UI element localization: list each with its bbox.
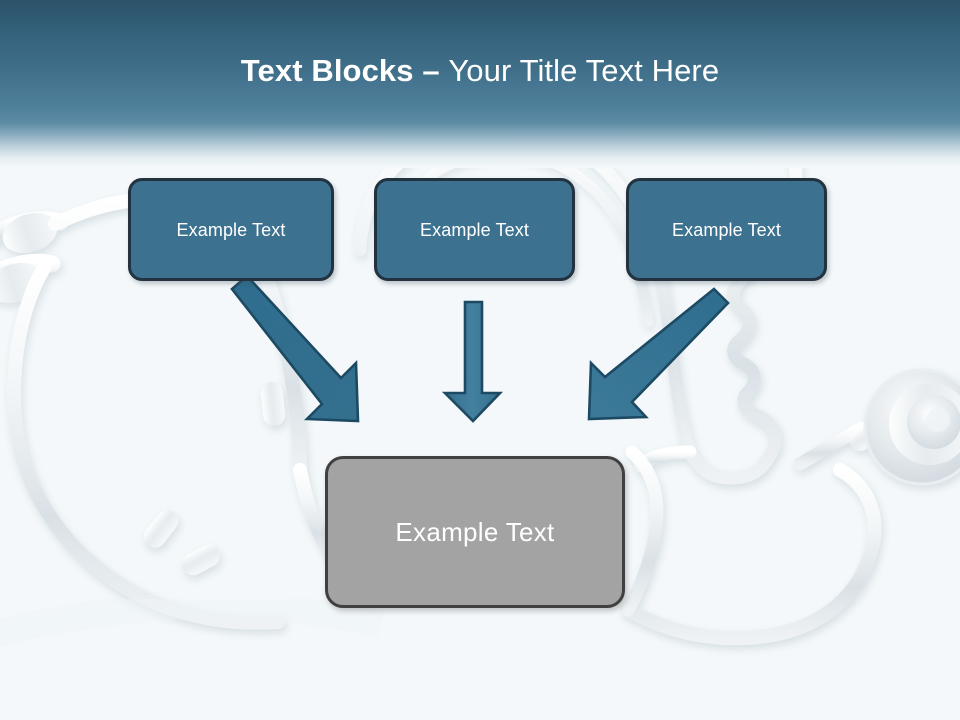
text-block-1-label: Example Text — [176, 219, 286, 240]
page-title-separator: – — [422, 53, 449, 88]
text-block-3-label: Example Text — [672, 219, 781, 240]
page-title: Text Blocks – Your Title Text Here — [0, 52, 960, 90]
arrow-down — [441, 300, 504, 423]
text-block-3[interactable]: Example Text — [626, 178, 827, 281]
text-block-1[interactable]: Example Text — [128, 178, 334, 281]
arrow-diagonal-down-left — [587, 287, 730, 421]
page-title-light: Your Title Text Here — [448, 53, 720, 88]
page-title-bold: Text Blocks — [240, 53, 423, 88]
text-block-2[interactable]: Example Text — [374, 178, 575, 281]
summary-text-block[interactable]: Example Text — [325, 456, 625, 608]
summary-text-block-label: Example Text — [395, 517, 555, 547]
arrow-diagonal-down-right — [230, 274, 360, 423]
text-block-2-label: Example Text — [420, 219, 529, 240]
